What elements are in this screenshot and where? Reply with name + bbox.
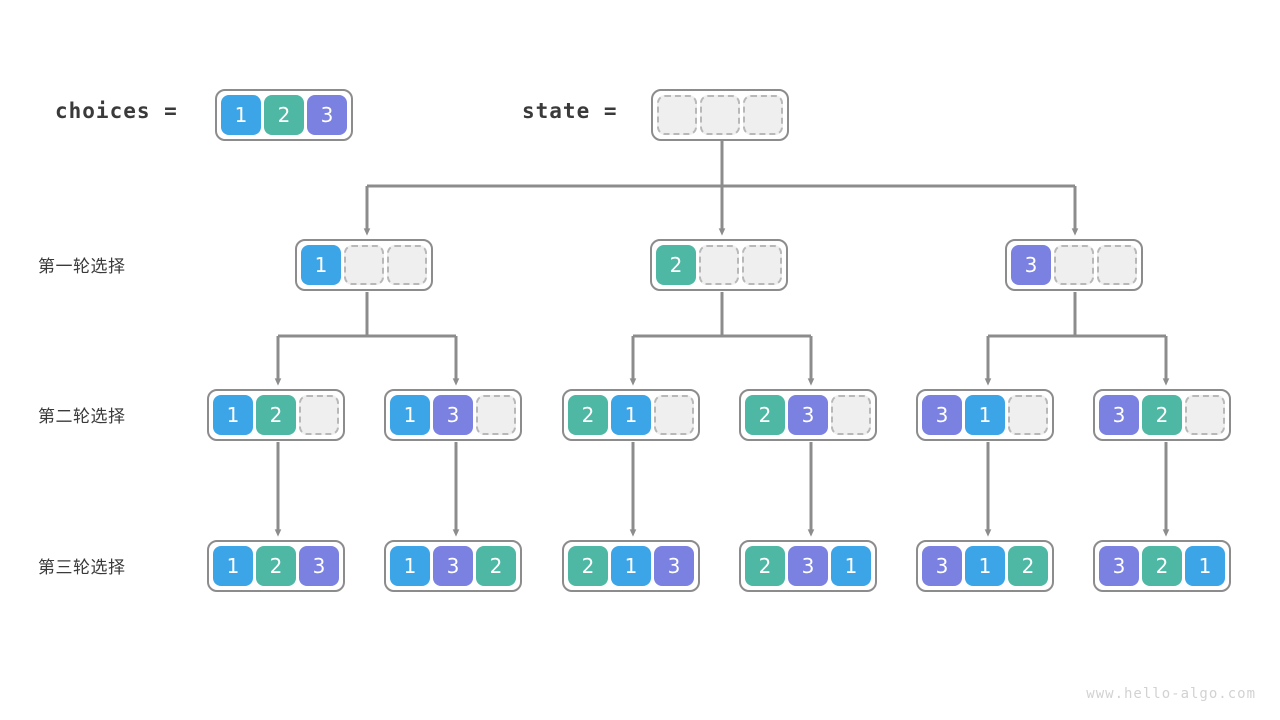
array-cell-empty xyxy=(742,245,782,285)
state-node-r1-n1: 1 xyxy=(295,239,433,291)
array-cell-filled: 1 xyxy=(611,395,651,435)
array-cell-filled: 3 xyxy=(788,395,828,435)
array-cell-filled: 3 xyxy=(922,546,962,586)
array-cell-filled: 3 xyxy=(1011,245,1051,285)
array-cell-filled: 2 xyxy=(476,546,516,586)
array-cell-empty xyxy=(743,95,783,135)
array-cell-empty xyxy=(299,395,339,435)
array-cell-empty xyxy=(1008,395,1048,435)
array-cell-filled: 2 xyxy=(745,546,785,586)
array-cell-filled: 1 xyxy=(390,395,430,435)
array-cell-filled: 2 xyxy=(656,245,696,285)
array-cell-filled: 3 xyxy=(1099,395,1139,435)
choices-label: choices = xyxy=(55,99,178,123)
array-cell-empty xyxy=(476,395,516,435)
array-cell-filled: 1 xyxy=(390,546,430,586)
round-label-1: 第一轮选择 xyxy=(38,257,126,277)
array-cell-empty xyxy=(654,395,694,435)
state-node-r1-n2: 2 xyxy=(650,239,788,291)
state-array xyxy=(651,89,789,141)
array-cell-filled: 2 xyxy=(568,395,608,435)
array-cell-filled: 3 xyxy=(307,95,347,135)
array-cell-empty xyxy=(1097,245,1137,285)
array-cell-empty xyxy=(387,245,427,285)
array-cell-filled: 1 xyxy=(1185,546,1225,586)
array-cell-filled: 1 xyxy=(213,546,253,586)
array-cell-filled: 3 xyxy=(788,546,828,586)
array-cell-filled: 3 xyxy=(433,546,473,586)
array-cell-filled: 2 xyxy=(1008,546,1048,586)
array-cell-empty xyxy=(1185,395,1225,435)
array-cell-empty xyxy=(657,95,697,135)
edge-root-to-round1 xyxy=(363,137,1079,236)
watermark: www.hello-algo.com xyxy=(1086,686,1256,702)
array-cell-filled: 2 xyxy=(256,395,296,435)
array-cell-filled: 1 xyxy=(301,245,341,285)
array-cell-empty xyxy=(344,245,384,285)
state-node-r1-n3: 3 xyxy=(1005,239,1143,291)
array-cell-empty xyxy=(1054,245,1094,285)
array-cell-filled: 1 xyxy=(831,546,871,586)
round-label-3: 第三轮选择 xyxy=(38,558,126,578)
edge-round1-node3-to-round2 xyxy=(984,292,1170,386)
array-cell-filled: 1 xyxy=(611,546,651,586)
array-cell-filled: 1 xyxy=(221,95,261,135)
array-cell-filled: 2 xyxy=(256,546,296,586)
edge-round1-node1-to-round2 xyxy=(274,292,460,386)
array-cell-filled: 3 xyxy=(433,395,473,435)
array-cell-filled: 3 xyxy=(922,395,962,435)
array-cell-empty xyxy=(831,395,871,435)
array-cell-filled: 3 xyxy=(299,546,339,586)
round-label-2: 第二轮选择 xyxy=(38,407,126,427)
array-cell-filled: 1 xyxy=(965,395,1005,435)
array-cell-filled: 2 xyxy=(568,546,608,586)
array-cell-filled: 2 xyxy=(745,395,785,435)
state-label: state = xyxy=(522,99,618,123)
array-cell-filled: 2 xyxy=(264,95,304,135)
array-cell-filled: 1 xyxy=(213,395,253,435)
array-cell-filled: 3 xyxy=(654,546,694,586)
edge-round1-node2-to-round2 xyxy=(629,292,815,386)
array-cell-empty xyxy=(699,245,739,285)
array-cell-filled: 1 xyxy=(965,546,1005,586)
array-cell-filled: 3 xyxy=(1099,546,1139,586)
array-cell-filled: 2 xyxy=(1142,395,1182,435)
array-cell-empty xyxy=(700,95,740,135)
array-cell-filled: 2 xyxy=(1142,546,1182,586)
edge-round2-to-round3 xyxy=(274,442,1170,537)
